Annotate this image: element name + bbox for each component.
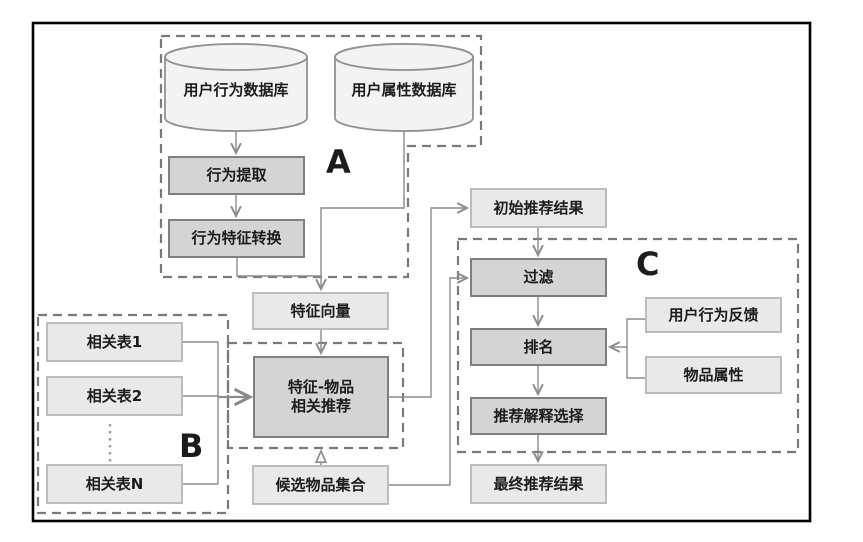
node-item-attributes: 物品属性 — [645, 356, 782, 394]
node-rel-table-2: 相关表2 — [46, 376, 183, 416]
connectors — [108, 131, 645, 486]
user-behavior-db-cylinder — [164, 43, 308, 132]
user-behavior-db-label: 用户行为数据库 — [183, 80, 289, 99]
node-final-results: 最终推荐结果 — [470, 464, 607, 504]
region-b-label: B — [179, 427, 204, 465]
region-feature-item-outline — [226, 341, 405, 450]
edge-feedback-attr-bracket — [626, 318, 645, 379]
region-a-label: A — [326, 143, 351, 181]
node-rel-table-1: 相关表1 — [46, 322, 183, 362]
node-feature-vector: 特征向量 — [252, 292, 389, 330]
region-a-outline — [159, 34, 483, 279]
user-attribute-db-cylinder — [334, 43, 474, 132]
node-behavior-transform: 行为特征转换 — [168, 219, 305, 258]
node-candidate-items: 候选物品集合 — [252, 465, 389, 505]
outer-frame — [31, 21, 812, 523]
node-explanation-select: 推荐解释选择 — [470, 397, 607, 435]
user-attribute-db-label: 用户属性数据库 — [351, 80, 457, 99]
node-behavior-extract: 行为提取 — [168, 156, 305, 195]
region-c-outline — [456, 237, 800, 454]
node-feature-item-rec: 特征-物品 相关推荐 — [253, 356, 389, 438]
edge-attributedb-featurevector — [315, 131, 405, 292]
edge-transform-junction — [236, 258, 321, 277]
node-ranking: 排名 — [470, 328, 607, 366]
node-rel-table-n: 相关表N — [46, 464, 183, 504]
region-c-label: C — [636, 245, 660, 283]
edge-featureitem-initial — [389, 202, 470, 398]
node-filter: 过滤 — [470, 258, 607, 297]
node-user-feedback: 用户行为反馈 — [645, 297, 782, 333]
node-initial-results: 初始推荐结果 — [470, 188, 607, 228]
edge-candidate-filter — [389, 272, 470, 486]
